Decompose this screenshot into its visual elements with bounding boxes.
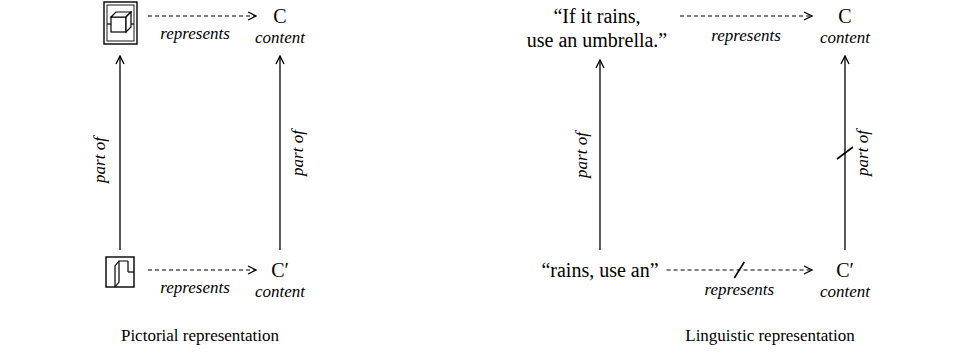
- represents-arrow: [680, 15, 812, 16]
- content-node: Ccontent: [255, 4, 305, 48]
- content-symbol: C: [255, 4, 305, 28]
- content-caption: content: [820, 28, 870, 48]
- part-of-arrow: [279, 56, 280, 250]
- caption: Pictorial representation: [119, 326, 281, 346]
- sentence-node: “rains, use an”: [541, 258, 658, 282]
- negation-slash: [837, 147, 853, 159]
- relation-label: part of: [853, 128, 873, 178]
- relation-label: part of: [572, 130, 592, 180]
- cube-picture: [104, 2, 137, 44]
- relation-label: part of: [90, 135, 110, 185]
- content-node: Ccontent: [820, 4, 870, 48]
- part-of-arrow: [119, 56, 120, 250]
- wrap-spacer: [654, 4, 672, 24]
- relation-label: part of: [288, 128, 308, 178]
- negation-slash: [734, 262, 744, 278]
- content-caption: content: [255, 28, 305, 48]
- relation-label: represents: [158, 24, 232, 44]
- sentence-node: “If it rains, use an umbrella.”: [522, 4, 672, 52]
- content-node: C′content: [255, 258, 305, 302]
- content-caption: content: [820, 282, 870, 302]
- wrap-spacer: [522, 4, 540, 24]
- quoted-sentence: “rains, use an”: [541, 258, 658, 282]
- part-of-arrow: [599, 60, 600, 250]
- represents-arrow: [148, 269, 256, 270]
- content-symbol: C′: [820, 258, 870, 282]
- quoted-sentence: “If it rains, use an umbrella.”: [522, 4, 672, 52]
- relation-label: represents: [158, 278, 232, 298]
- content-symbol: C: [820, 4, 870, 28]
- content-caption: content: [255, 282, 305, 302]
- cube-fragment-picture: [106, 257, 134, 287]
- relation-label: represents: [709, 26, 783, 46]
- relation-label: represents: [702, 280, 776, 300]
- caption: Linguistic representation: [683, 326, 856, 346]
- content-symbol: C′: [255, 258, 305, 282]
- content-node: C′content: [820, 258, 870, 302]
- represents-arrow: [148, 15, 256, 16]
